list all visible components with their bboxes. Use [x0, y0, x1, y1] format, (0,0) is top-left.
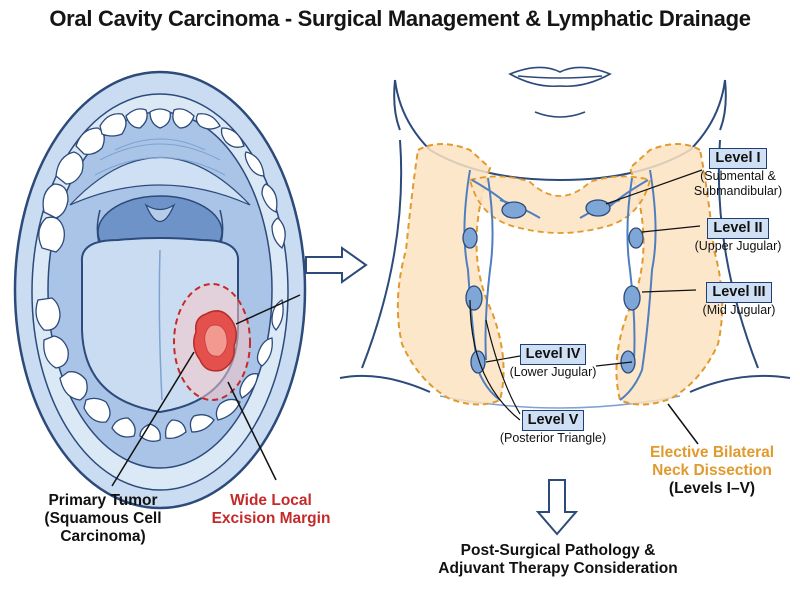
upper-teeth	[38, 108, 286, 253]
chin-outline	[394, 79, 726, 182]
level-2-label: Level II	[707, 218, 769, 239]
level-5-label: Level V	[521, 410, 585, 431]
level-1-desc-line2: Submandibular)	[693, 184, 783, 198]
mouth-leader-lines	[111, 294, 699, 487]
shoulder-line	[339, 374, 791, 393]
jaw-right	[719, 79, 727, 131]
level-2-desc: (Upper Jugular)	[694, 239, 782, 253]
level-4-label: Level IV	[519, 344, 587, 365]
transition-arrow	[305, 246, 368, 284]
neck-illustration	[339, 66, 791, 421]
jaw-left	[393, 79, 401, 131]
dissection-zone-left	[396, 143, 505, 406]
lower-teeth	[35, 297, 284, 442]
lips-outline	[508, 66, 612, 88]
tumor-core	[204, 324, 228, 357]
level-3-callout: Level III (Mid Jugular)	[684, 282, 794, 318]
level-leader-lines	[469, 169, 703, 421]
chin-crease	[534, 111, 586, 118]
hard-palate	[69, 156, 251, 206]
outcome-label: Post-Surgical Pathology & Adjuvant Thera…	[438, 542, 678, 577]
level-5-desc: (Posterior Triangle)	[499, 431, 607, 445]
tongue-midline	[158, 249, 163, 401]
neck-left-edge	[361, 139, 403, 369]
mouth-illustration	[13, 70, 307, 510]
palate-ridges	[94, 138, 226, 176]
diagram-title: Oral Cavity Carcinoma - Surgical Managem…	[49, 6, 751, 31]
level-1-callout: Level I (Submental & Submandibular)	[678, 148, 798, 199]
level-3-desc: (Mid Jugular)	[702, 303, 776, 317]
level-2-callout: Level II (Upper Jugular)	[678, 218, 798, 254]
neck-dissection-label: Elective Bilateral Neck Dissection (Leve…	[649, 444, 775, 497]
level-5-callout: Level V (Posterior Triangle)	[486, 410, 620, 446]
dissection-zone-submandibular	[468, 175, 652, 234]
level-4-callout: Level IV (Lower Jugular)	[498, 344, 608, 380]
excision-margin-label: Wide Local Excision Margin	[211, 492, 331, 527]
uvula	[144, 203, 176, 223]
primary-tumor-label: Primary Tumor (Squamous Cell Carcinoma)	[44, 492, 162, 545]
level-3-label: Level III	[706, 282, 772, 303]
down-arrow	[535, 479, 579, 536]
level-4-desc: (Lower Jugular)	[509, 365, 597, 379]
level-1-desc-line1: (Submental &	[700, 169, 776, 183]
level-1-label: Level I	[709, 148, 767, 169]
